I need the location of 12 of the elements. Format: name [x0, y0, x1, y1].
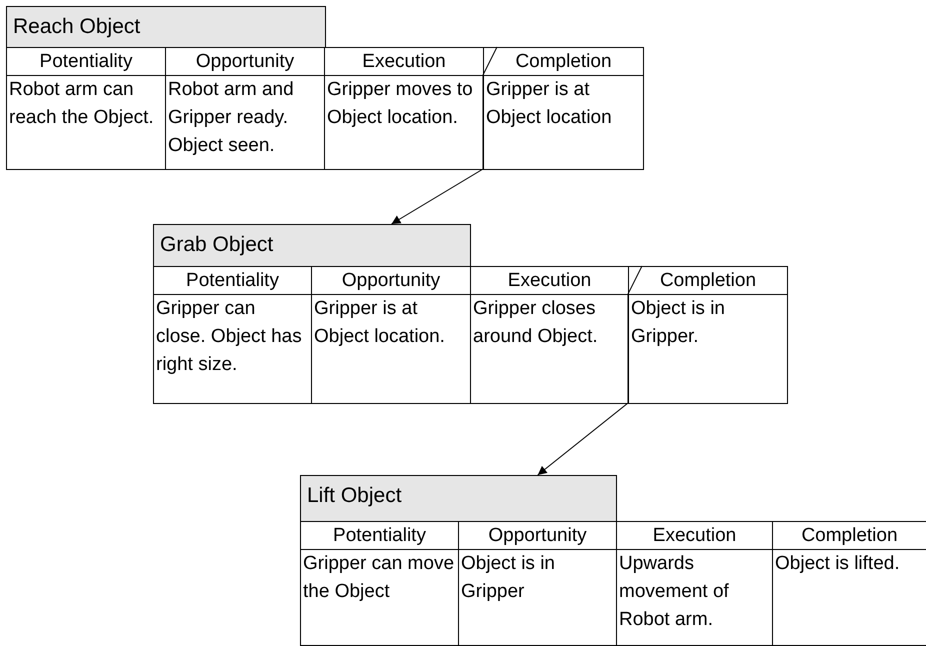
- table-cell: Object is in Gripper.: [628, 294, 788, 404]
- table-cell: Robot arm can reach the Object.: [6, 75, 166, 170]
- column-header: Completion: [628, 266, 788, 295]
- table-title-tab: Grab Object: [153, 224, 471, 267]
- table-cell: Gripper can close. Object has right size.: [153, 294, 312, 404]
- arrow: [537, 266, 642, 476]
- table-cell: Gripper is at Object location: [483, 75, 644, 170]
- table-cell: Gripper can move the Object: [300, 549, 459, 646]
- table-title-tab: Reach Object: [6, 6, 326, 48]
- table-title-tab: Lift Object: [300, 475, 617, 522]
- arrow: [391, 46, 498, 224]
- column-header: Completion: [483, 47, 644, 76]
